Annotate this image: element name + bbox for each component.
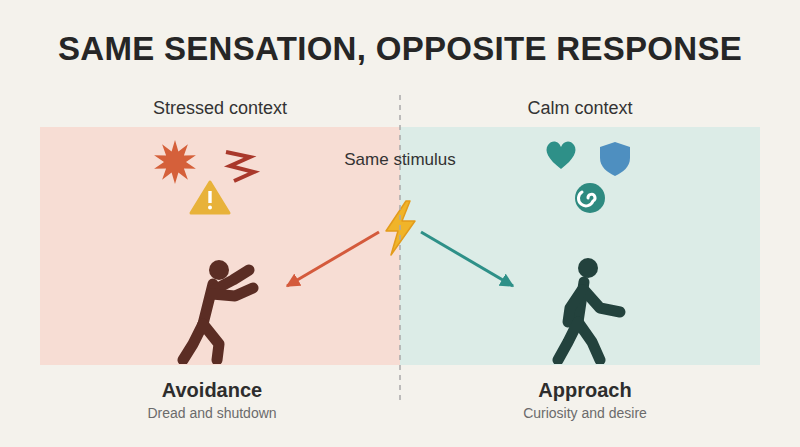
stimulus-node: Same stimulus [382, 200, 418, 256]
swirl-icon [575, 183, 605, 213]
warning-mark [208, 191, 211, 203]
starburst-icon [154, 140, 196, 184]
figure-head [209, 260, 229, 280]
person-figure [530, 250, 640, 364]
swirl-line [578, 192, 595, 206]
figure-limb [578, 322, 600, 360]
shield-icon [600, 142, 630, 176]
figure-limb [212, 288, 253, 296]
divider-line [399, 95, 401, 405]
figure-limb [558, 322, 578, 360]
swirl-circle [575, 183, 605, 213]
response-arrow [421, 232, 513, 286]
response-subtitle: Curiosity and desire [515, 404, 655, 422]
stimulus-label: Same stimulus [300, 150, 500, 170]
figure-limb [203, 324, 219, 360]
context-heading: Calm context [400, 97, 760, 119]
person-node: AvoidanceDread and shutdown [139, 250, 285, 422]
heart-icon [547, 141, 576, 169]
context-heading: Stressed context [40, 97, 400, 119]
bolt-shape [386, 201, 415, 255]
figure-limb [584, 290, 620, 312]
person-figure [157, 250, 267, 364]
person-node: ApproachCuriosity and desire [515, 250, 655, 422]
warning-icon [191, 182, 229, 213]
lightning-bolt [382, 200, 418, 256]
figure-limb [183, 324, 203, 360]
response-arrow [287, 232, 379, 286]
diagram-title: SAME SENSATION, OPPOSITE RESPONSE [0, 30, 800, 68]
response-heading: Approach [515, 378, 655, 402]
response-heading: Avoidance [139, 378, 285, 402]
figure-head [578, 258, 598, 278]
warning-triangle [191, 182, 229, 213]
warning-dot [208, 206, 212, 210]
response-subtitle: Dread and shutdown [139, 404, 285, 422]
zigzag-icon [226, 152, 254, 181]
